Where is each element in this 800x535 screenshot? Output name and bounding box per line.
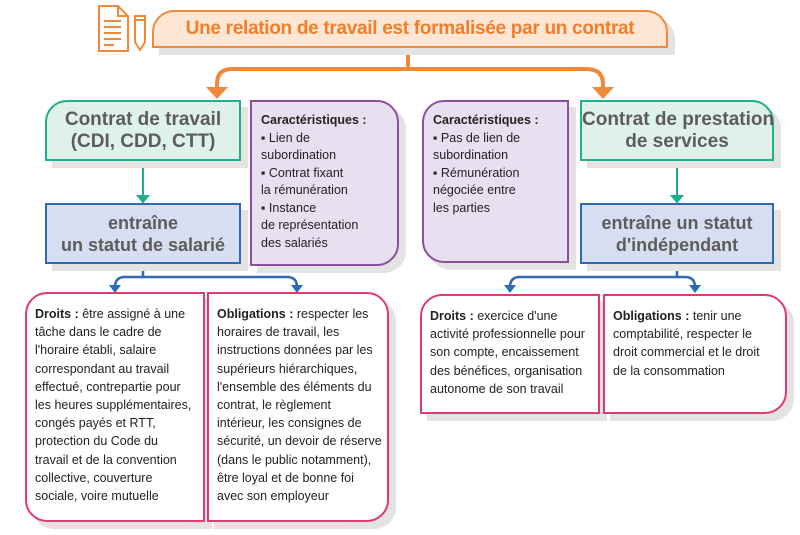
text-line: d'indépendant (615, 235, 739, 255)
text-line: autonome de son travail (430, 381, 564, 396)
employee-rights-box: Droits : être assigné à une tâche dans l… (25, 292, 205, 522)
blue-connectors (113, 263, 697, 288)
text-line: ▪ Rémunération (433, 165, 520, 180)
text-line: ▪ Lien de (261, 130, 310, 145)
text-line: subordination (261, 148, 337, 162)
employee-obligations-box: Obligations : respecter les horaires de … (207, 292, 389, 522)
text-line: tâche dans le cadre de (35, 325, 162, 340)
obligations-text: comptabilité, respecter le droit commerci… (613, 325, 779, 380)
service-characteristics-box: Caractéristiques : ▪ Pas de lien de subor… (422, 100, 569, 263)
text-line: protection du Code du (35, 434, 159, 449)
orange-connector (215, 48, 605, 88)
text-line: horaires de travail, les (217, 325, 340, 340)
text-line: correspondant au travail (35, 361, 170, 376)
rights-label: Droits : (430, 309, 474, 323)
employment-contract-box: Contrat de travail(CDI, CDD, CTT) (45, 100, 241, 161)
contract-document-icon (98, 5, 129, 52)
text-line: des salariés (261, 235, 328, 250)
independent-rights-box: Droits : exercice d'une activité profess… (420, 294, 600, 414)
rights-first-line: exercice d'une (473, 309, 558, 323)
blue-arrowheads (109, 285, 701, 293)
text-line: sécurité, un devoir de réserve (217, 434, 382, 449)
text-line: les heures supplémentaires, (35, 398, 192, 413)
obligations-label: Obligations : (613, 309, 690, 323)
text-line: son compte, encaissement (430, 345, 579, 360)
text-line: instructions données par les (217, 343, 373, 358)
text-line: subordination (433, 148, 509, 162)
text-line: comptabilité, respecter le (613, 327, 752, 342)
obligations-first-line: respecter les (293, 307, 369, 321)
text-line: l'ensemble des éléments du (217, 379, 372, 394)
text-line: congés payés et RTT, (35, 416, 156, 431)
text-line: la rémunération (261, 183, 348, 197)
independent-obligations-box: Obligations : tenir une comptabilité, re… (603, 294, 787, 414)
teal-arrows (135, 160, 685, 204)
text-line: Contrat de prestation (582, 109, 775, 130)
text-line: sociale, voire mutuelle (35, 489, 159, 504)
rights-first-line: être assigné à une (78, 307, 186, 321)
text-line: ▪ Contrat fixant (261, 165, 344, 180)
text-line: effectué, contrepartie pour (35, 379, 181, 394)
text-line: (CDI, CDD, CTT) (70, 131, 216, 152)
text-line: contrat, le règlement (217, 398, 331, 413)
text-line: entraîne (107, 213, 179, 233)
text-line: de services (625, 131, 729, 152)
rights-label: Droits : (35, 307, 79, 321)
text-line: activité professionnelle pour (430, 327, 585, 342)
text-line: l'horaire établi, salaire (35, 343, 157, 358)
text-line: droit commercial et le droit (613, 345, 760, 360)
text-line: supérieurs hiérarchiques, (217, 361, 358, 376)
text-line: ▪ Instance (261, 200, 317, 215)
rights-text: tâche dans le cadre de l'horaire établi, … (35, 323, 197, 505)
arrow-down-right (592, 87, 614, 99)
text-line: des bénéfices, organisation (430, 363, 583, 378)
text-line: (dans le public notamment), (217, 452, 372, 467)
text-line: ▪ Pas de lien de (433, 130, 521, 145)
employment-characteristics-box: Caractéristiques : ▪ Lien de subordinatio… (250, 100, 399, 266)
characteristics-heading: Caractéristiques : (433, 113, 539, 127)
characteristics-heading: Caractéristiques : (261, 113, 367, 127)
text-line: collective, couverture (35, 470, 153, 485)
main-title: Une relation de travail est formalisée p… (152, 10, 668, 48)
text-line: de représentation (261, 218, 359, 232)
text-line: les parties (433, 200, 490, 215)
text-line: être loyal et de bonne foi (217, 470, 354, 485)
text-line: de la consommation (613, 363, 725, 378)
rights-text: activité professionnelle pour son compte,… (430, 325, 592, 398)
text-line: Contrat de travail (64, 109, 222, 130)
obligations-label: Obligations : (217, 307, 294, 321)
characteristics-list: ▪ Pas de lien de subordination ▪ Rémunérat… (433, 130, 559, 218)
text-line: un statut de salarié (60, 235, 226, 255)
text-line: intérieur, les consignes de (217, 416, 362, 431)
obligations-text: horaires de travail, les instructions don… (217, 323, 382, 505)
arrow-down-left (206, 87, 228, 99)
text-line: entraîne un statut (601, 213, 753, 233)
obligations-first-line: tenir une (689, 309, 742, 323)
text-line: avec son employeur (217, 489, 329, 504)
text-line: négociée entre (433, 183, 516, 197)
pen-icon (134, 15, 146, 52)
text-line: travail et de la convention (35, 452, 177, 467)
characteristics-list: ▪ Lien de subordination ▪ Contrat fixant la… (261, 130, 389, 253)
